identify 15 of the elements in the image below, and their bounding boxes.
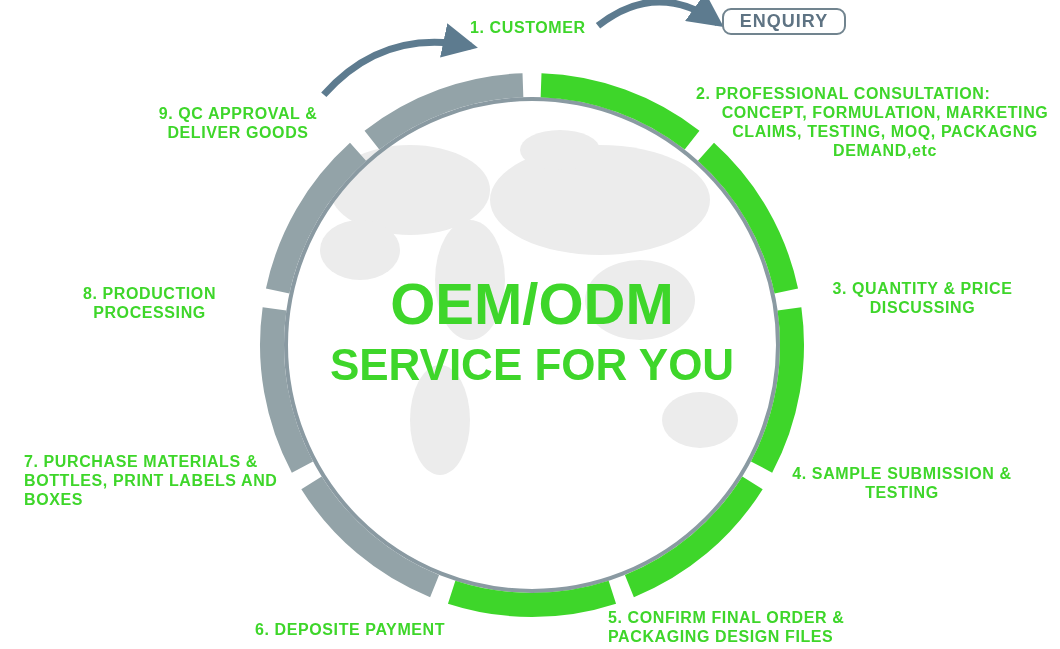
step-label: 1. CUSTOMER	[470, 18, 586, 37]
curved-arrow	[595, 0, 724, 29]
step-label: 7. PURCHASE MATERIALS & BOTTLES, PRINT LABELS AND BOXES	[24, 452, 279, 509]
curved-arrow	[321, 24, 478, 98]
center-heading: OEM/ODM	[389, 270, 675, 337]
step-label: 5. CONFIRM FINAL ORDER & PACKAGING DESIGN FILES	[608, 608, 846, 646]
step-label: 4. SAMPLE SUBMISSION & TESTING	[791, 464, 1013, 502]
step-label: 3. QUANTITY & PRICE DISCUSSING	[831, 279, 1014, 317]
step-label: 6. DEPOSITE PAYMENT	[255, 620, 447, 639]
step-description: CONCEPT, FORMULATION, MARKETING CLAIMS, TESTING, MOQ, PACKAGNG DEMAND,etc	[720, 103, 1050, 160]
center-subheading: SERVICE FOR YOU	[328, 340, 736, 390]
step-label: 9. QC APPROVAL & DELIVER GOODS	[157, 104, 319, 142]
step-label: 2. PROFESSIONAL CONSULTATION:	[696, 84, 992, 103]
label-tag: ENQUIRY	[722, 8, 846, 35]
step-label: 8. PRODUCTION PROCESSING	[81, 284, 218, 322]
